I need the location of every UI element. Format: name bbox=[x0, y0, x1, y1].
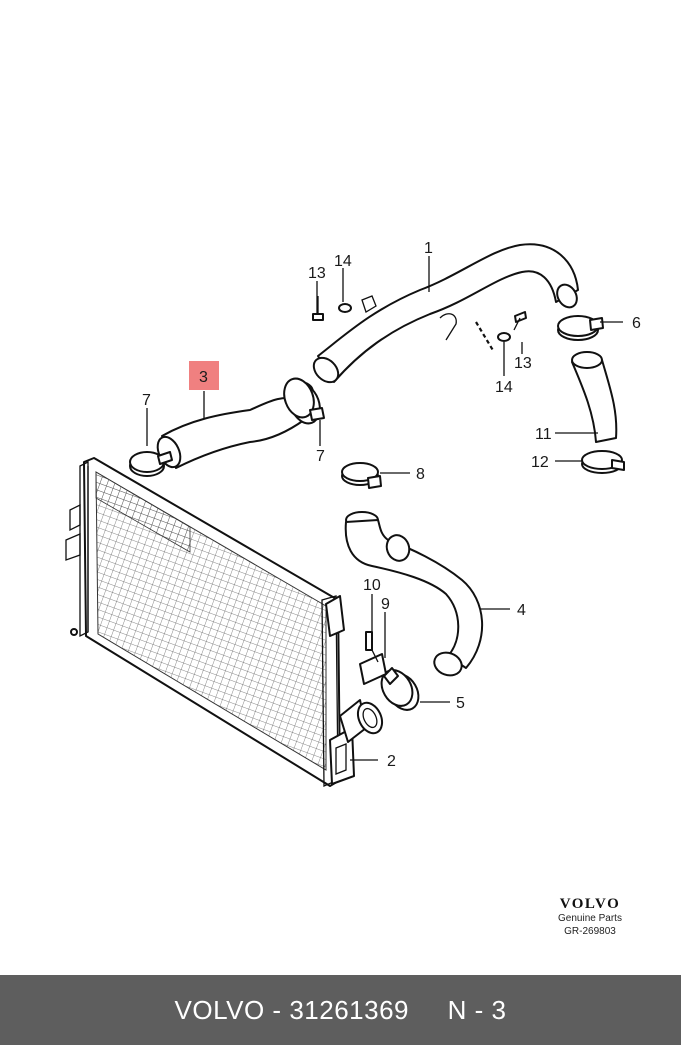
washer-14-left bbox=[338, 303, 352, 313]
clamp-5 bbox=[380, 667, 420, 711]
volvo-logo: VOLVO bbox=[559, 896, 621, 912]
callout-14-left: 14 bbox=[334, 253, 352, 270]
washer-14-right bbox=[497, 332, 511, 342]
callout-3: 3 bbox=[199, 369, 208, 386]
footer-bar: VOLVO - 31261369 N - 3 bbox=[0, 975, 681, 1045]
screw-10 bbox=[365, 631, 373, 651]
clamp-12 bbox=[581, 450, 625, 474]
bracket-9 bbox=[359, 649, 387, 685]
leader-lines bbox=[146, 256, 623, 761]
callout-10: 10 bbox=[363, 577, 381, 594]
callout-8: 8 bbox=[416, 466, 425, 483]
callout-3-highlight bbox=[189, 361, 219, 390]
callout-13-left: 13 bbox=[308, 265, 326, 282]
intercooler bbox=[65, 457, 384, 787]
diagram-reference: GR-269803 bbox=[564, 926, 616, 937]
callout-5: 5 bbox=[456, 695, 465, 712]
callout-1: 1 bbox=[424, 240, 433, 257]
clamp-8 bbox=[341, 462, 382, 489]
clamp-6 bbox=[557, 315, 604, 341]
brand-subtitle: Genuine Parts bbox=[558, 913, 622, 924]
clamp-7-right bbox=[283, 377, 325, 425]
pipe-1 bbox=[312, 243, 579, 384]
parts-diagram: 1 2 3 4 5 6 7 7 8 9 10 11 12 13 13 14 14 bbox=[65, 240, 641, 787]
clamp-7-left bbox=[129, 451, 173, 477]
callout-7-right: 7 bbox=[316, 448, 325, 465]
brand-block: VOLVO Genuine Parts GR-269803 bbox=[540, 896, 640, 938]
callout-11: 11 bbox=[535, 426, 552, 443]
callout-2: 2 bbox=[387, 753, 396, 770]
callout-13-right: 13 bbox=[514, 355, 532, 372]
callout-6: 6 bbox=[632, 315, 641, 332]
callout-4: 4 bbox=[517, 602, 526, 619]
callout-12: 12 bbox=[531, 454, 549, 471]
callout-7-left: 7 bbox=[142, 392, 151, 409]
callout-14-right: 14 bbox=[495, 379, 513, 396]
footer-part-number: VOLVO - 31261369 N - 3 bbox=[174, 994, 507, 1025]
hose-4 bbox=[344, 511, 484, 677]
bolt-13-left bbox=[312, 296, 324, 321]
guide-dashed-line bbox=[475, 321, 495, 353]
bolt-13-right bbox=[513, 311, 527, 331]
callout-9: 9 bbox=[381, 596, 390, 613]
hose-11 bbox=[571, 351, 618, 443]
